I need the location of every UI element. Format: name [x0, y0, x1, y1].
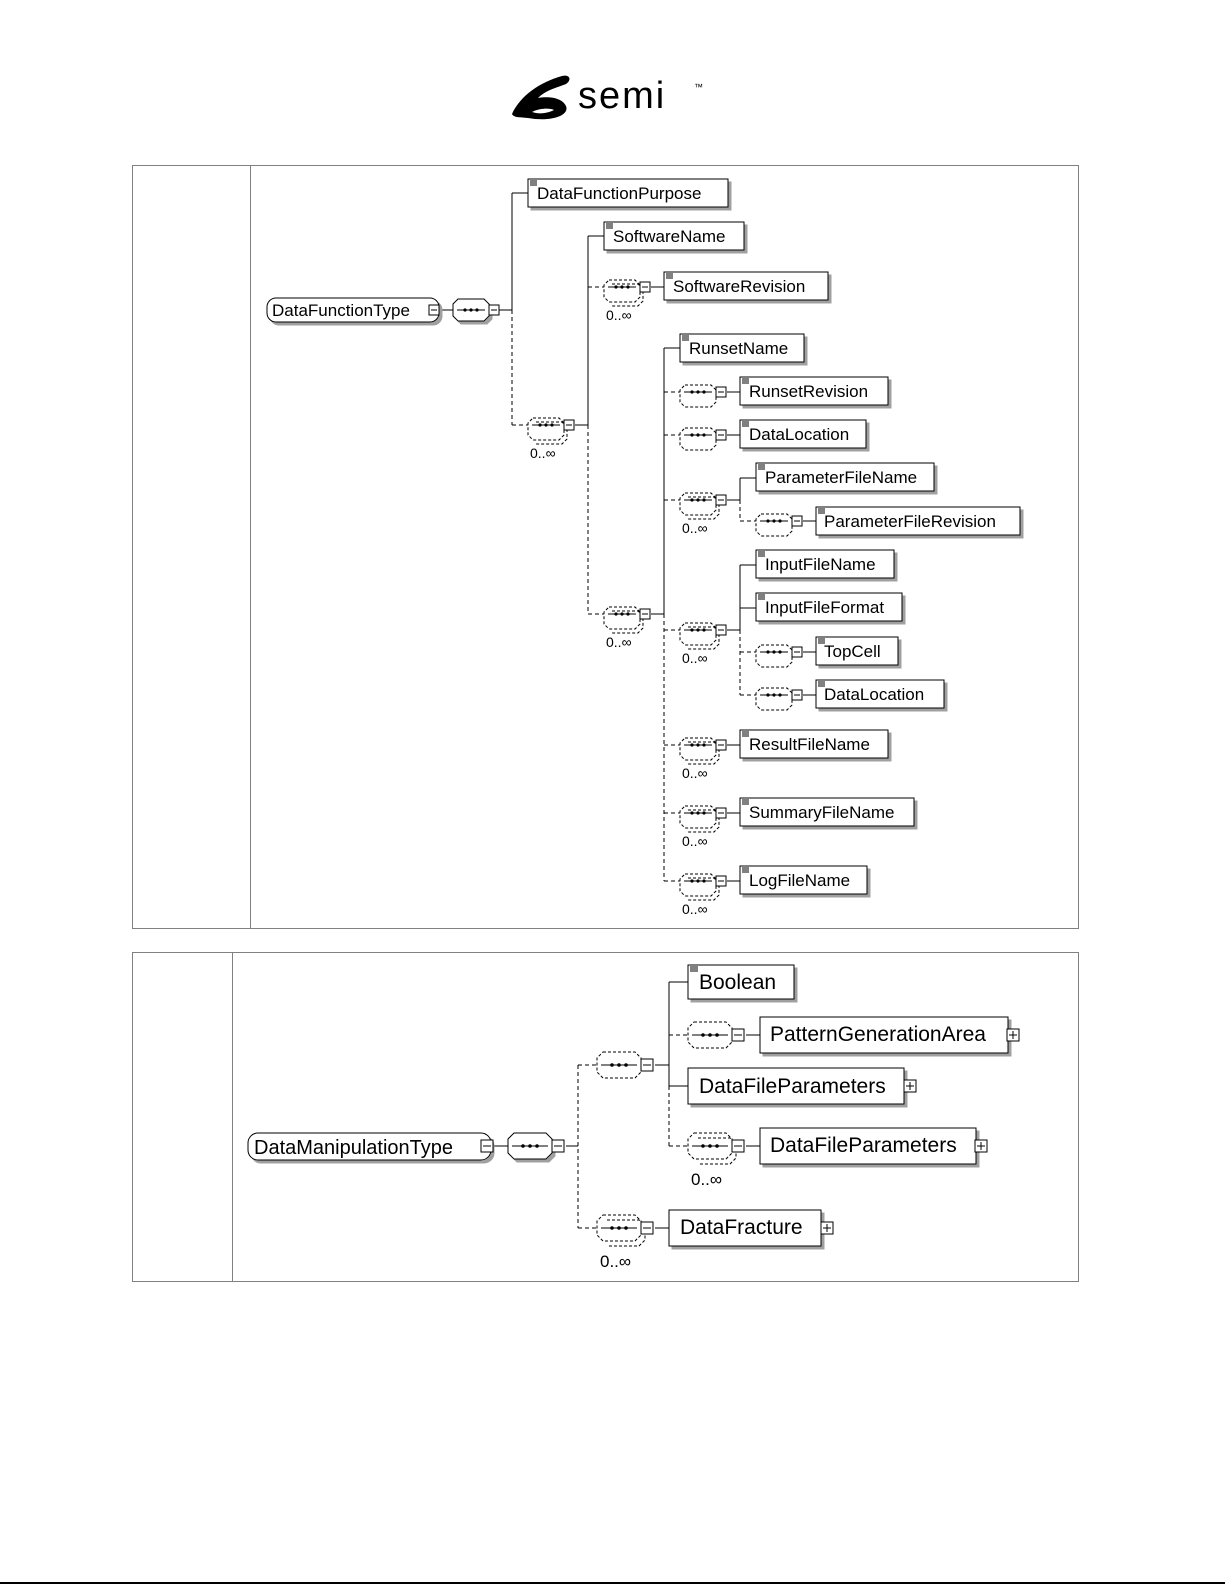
trademark: ™ [694, 82, 703, 92]
element-label: PatternGenerationArea [770, 1023, 986, 1046]
cardinality-label: 0..∞ [606, 634, 632, 650]
element-box[interactable]: SummaryFileName [739, 797, 915, 827]
element-box[interactable]: DataLocation [815, 679, 945, 709]
element-label: DataFunctionPurpose [537, 184, 701, 203]
panel-1-divider [250, 165, 251, 929]
optional-sequence-compositor[interactable]: 0..∞ [596, 1214, 654, 1271]
element-box[interactable]: PatternGenerationArea [759, 1016, 1020, 1054]
optional-sequence-compositor[interactable]: 0..∞ [527, 417, 575, 461]
element-box[interactable]: DataFileParameters [687, 1067, 917, 1105]
diagram2-connectors [493, 981, 760, 1229]
element-label: SoftwareName [613, 227, 725, 246]
optional-sequence-compositor[interactable] [596, 1051, 654, 1079]
expand-icon[interactable] [903, 1079, 917, 1093]
root-type-label: DataManipulationType [254, 1137, 453, 1159]
element-label: DataLocation [824, 685, 924, 704]
element-box[interactable]: InputFileFormat [755, 592, 903, 622]
element-label: ParameterFileName [765, 468, 917, 487]
root-type-label: DataFunctionType [272, 301, 410, 320]
optional-sequence-compositor[interactable] [755, 644, 803, 668]
optional-sequence-compositor[interactable] [755, 513, 803, 537]
element-box[interactable]: RunsetName [679, 333, 805, 363]
element-box[interactable]: Boolean [687, 964, 795, 1000]
element-box[interactable]: TopCell [815, 636, 899, 666]
element-label: TopCell [824, 642, 881, 661]
panel-2-divider [232, 952, 233, 1282]
element-box[interactable]: DataFileParameters [759, 1127, 988, 1165]
cardinality-label: 0..∞ [682, 520, 708, 536]
optional-sequence-compositor[interactable]: 0..∞ [679, 737, 727, 781]
element-label: ResultFileName [749, 735, 870, 754]
optional-sequence-compositor[interactable]: 0..∞ [603, 606, 651, 650]
element-box[interactable]: DataFunctionPurpose [527, 178, 729, 208]
cardinality-label: 0..∞ [691, 1170, 722, 1189]
expand-icon[interactable] [820, 1221, 834, 1235]
cardinality-label: 0..∞ [530, 445, 556, 461]
sequence-compositor[interactable] [507, 1132, 565, 1160]
optional-sequence-compositor[interactable]: 0..∞ [603, 279, 651, 323]
expand-icon[interactable] [1006, 1028, 1020, 1042]
element-label: LogFileName [749, 871, 850, 890]
element-label: ParameterFileRevision [824, 512, 996, 531]
element-box[interactable]: DataFracture [668, 1209, 834, 1247]
optional-sequence-compositor[interactable]: 0..∞ [679, 492, 727, 536]
element-label: RunsetName [689, 339, 788, 358]
complex-type-root: DataFunctionType [266, 297, 440, 323]
cardinality-label: 0..∞ [682, 650, 708, 666]
element-box[interactable]: SoftwareName [603, 221, 745, 251]
sequence-compositor[interactable] [452, 298, 500, 322]
element-label: InputFileFormat [765, 598, 884, 617]
cardinality-label: 0..∞ [682, 765, 708, 781]
cardinality-label: 0..∞ [682, 901, 708, 917]
element-label: DataFileParameters [699, 1075, 886, 1098]
optional-sequence-compositor[interactable] [755, 687, 803, 711]
element-box[interactable]: LogFileName [739, 865, 868, 895]
optional-sequence-compositor[interactable]: 0..∞ [687, 1132, 745, 1189]
element-box[interactable]: DataLocation [739, 419, 867, 449]
element-box[interactable]: ParameterFileRevision [815, 506, 1021, 536]
element-label: DataFileParameters [770, 1134, 957, 1157]
expand-icon[interactable] [974, 1139, 988, 1153]
cardinality-label: 0..∞ [606, 307, 632, 323]
element-label: InputFileName [765, 555, 876, 574]
element-label: RunsetRevision [749, 382, 868, 401]
optional-sequence-compositor[interactable] [679, 384, 727, 408]
element-box[interactable]: RunsetRevision [739, 376, 889, 406]
semi-logo-text: semi [578, 75, 666, 117]
optional-sequence-compositor[interactable] [679, 427, 727, 451]
diagram-panel-1 [132, 165, 1079, 929]
semi-logo: semi ™ [510, 68, 710, 124]
element-box[interactable]: SoftwareRevision [663, 271, 829, 301]
element-box[interactable]: InputFileName [755, 549, 895, 579]
element-label: DataFracture [680, 1216, 803, 1239]
cardinality-label: 0..∞ [600, 1252, 631, 1271]
element-box[interactable]: ParameterFileName [755, 462, 935, 492]
optional-sequence-compositor[interactable]: 0..∞ [679, 805, 727, 849]
diagram1-connectors [440, 192, 816, 882]
element-label: SummaryFileName [749, 803, 894, 822]
element-box[interactable]: ResultFileName [739, 729, 889, 759]
cardinality-label: 0..∞ [682, 833, 708, 849]
element-label: Boolean [699, 971, 776, 994]
optional-sequence-compositor[interactable]: 0..∞ [679, 873, 727, 917]
optional-sequence-compositor[interactable] [687, 1021, 745, 1049]
complex-type-root: DataManipulationType [247, 1132, 494, 1161]
element-label: DataLocation [749, 425, 849, 444]
optional-sequence-compositor[interactable]: 0..∞ [679, 622, 727, 666]
page-bottom-rule [0, 1582, 1225, 1584]
semi-logo-mark [512, 75, 570, 120]
diagram-panel-2 [132, 952, 1079, 1282]
element-label: SoftwareRevision [673, 277, 805, 296]
